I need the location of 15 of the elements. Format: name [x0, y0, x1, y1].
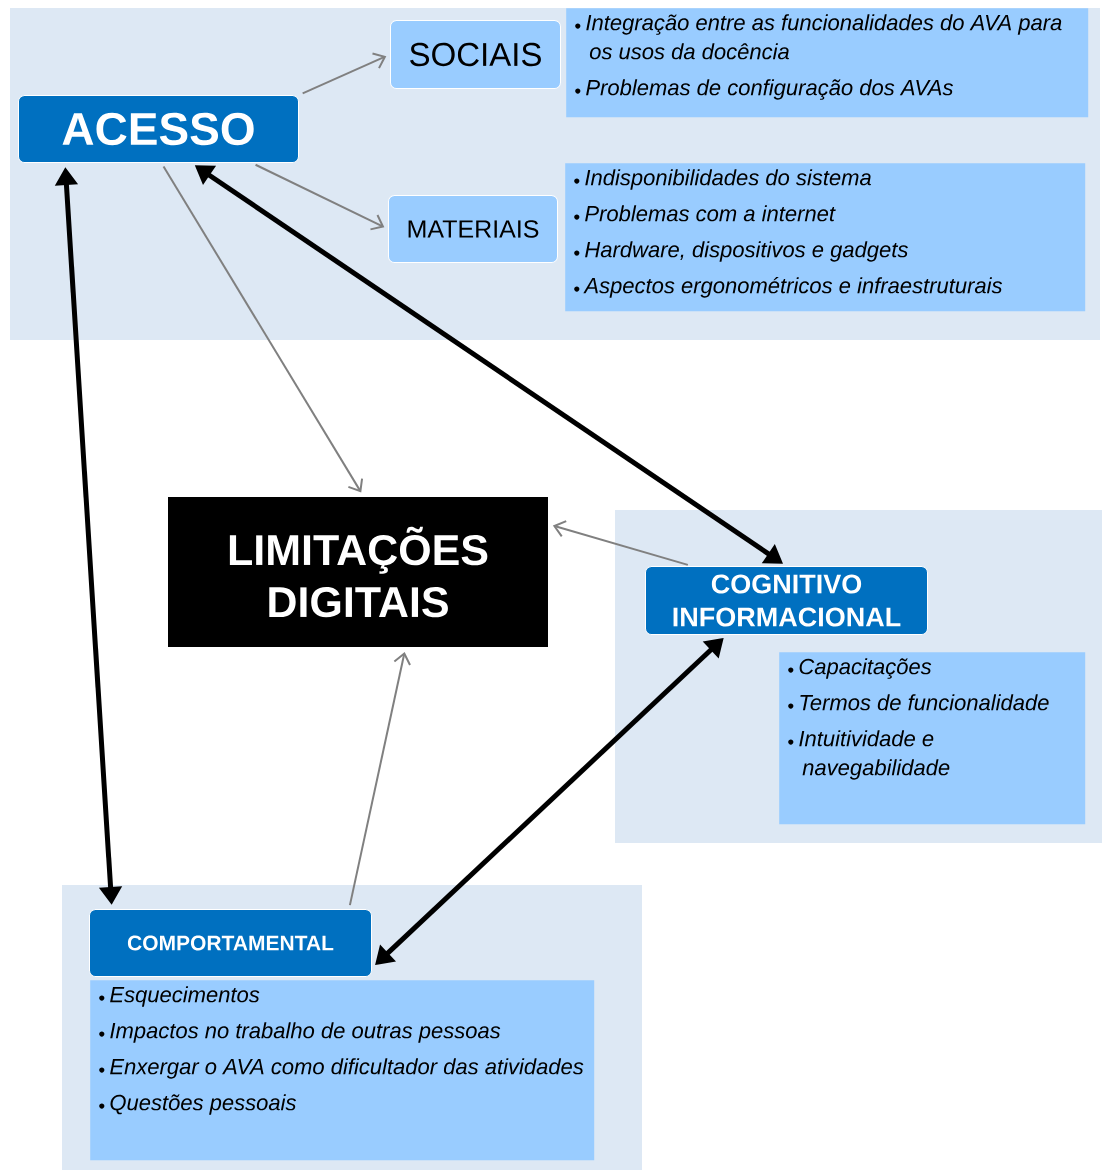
bullet-list-box: Capacitações Termos de funcionalidade Intuitividade e navegabilidade: [779, 652, 1086, 825]
bullet-list-box: Integração entre as funcionalidades do AVA para os usos da docência Problemas de configuração dos AVAs: [566, 8, 1089, 118]
arrow: [301, 52, 387, 95]
category-box: ACESSO: [18, 95, 299, 163]
arrow: [162, 165, 364, 493]
category-box: SOCIAIS: [390, 20, 561, 89]
category-box: MATERIAIS: [388, 195, 558, 263]
arrow: [552, 520, 689, 566]
bullet-list-box: Indisponibilidades do sistema Problemas com a internet Hardware, dispositivos e gadgets Aspectos ergonométricos e infraestruturais: [565, 163, 1086, 312]
category-box: COMPORTAMENTAL: [89, 909, 372, 977]
arrow: [348, 651, 411, 907]
category-box: COGNITIVO INFORMACIONAL: [645, 566, 928, 635]
title-box: LIMITAÇÕES DIGITAIS: [167, 496, 549, 648]
bullet-list-box: Esquecimentos Impactos no trabalho de outras pessoas Enxergar o AVA como dificultador das atividades Questões pessoais: [90, 980, 595, 1161]
arrow: [254, 163, 385, 231]
